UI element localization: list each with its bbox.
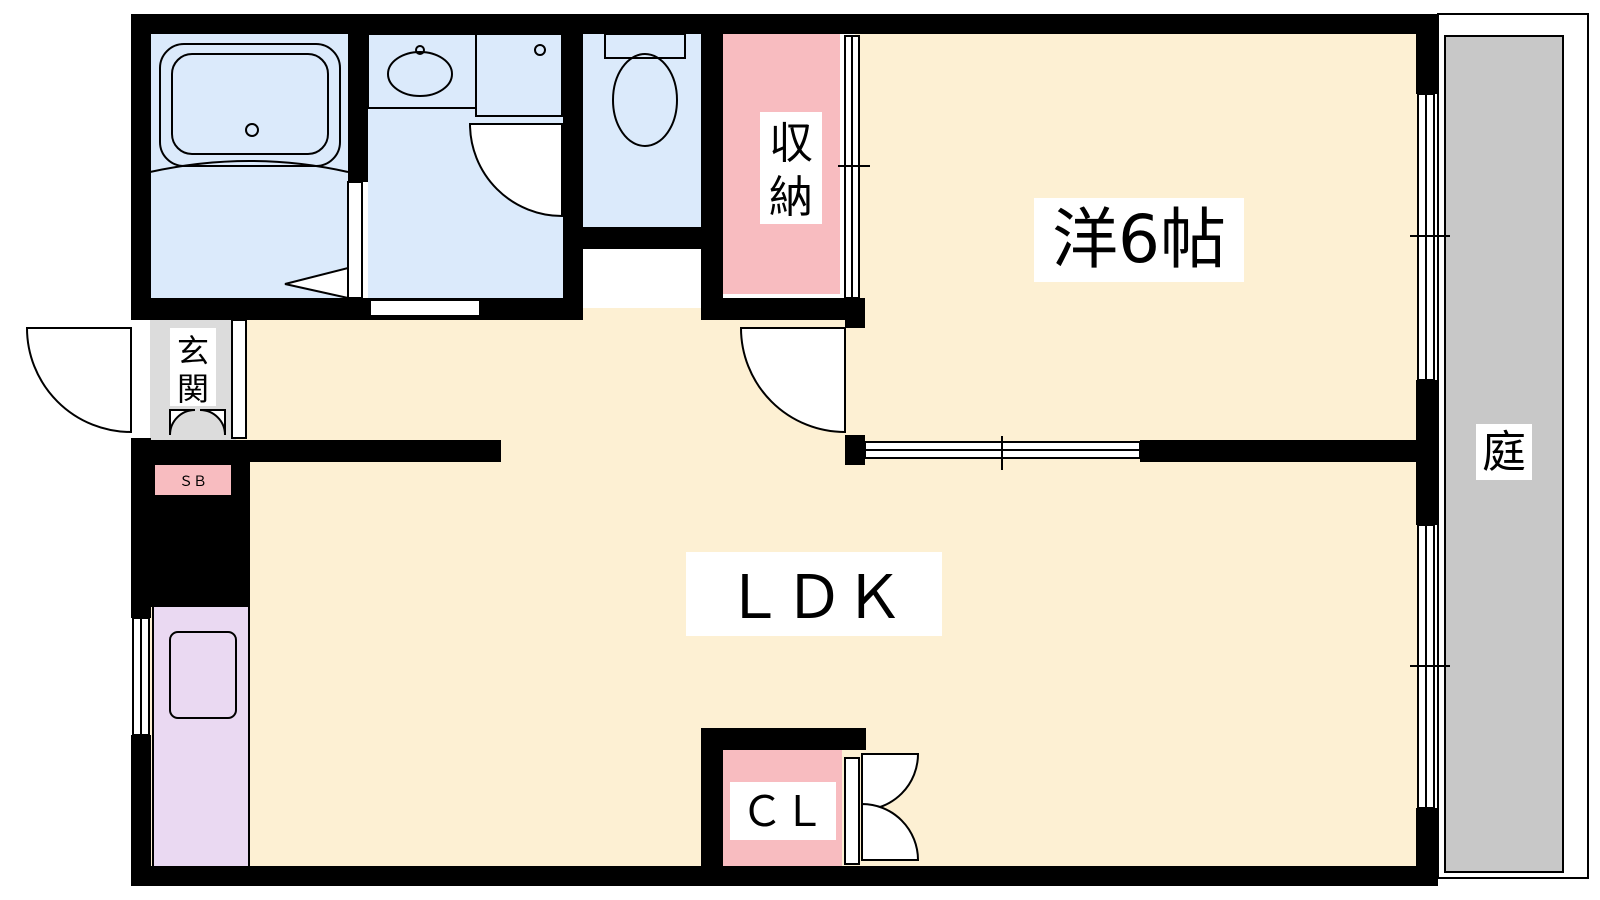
walls (131, 14, 1438, 886)
ldk-label-bg (686, 552, 942, 636)
storage-label-bg (760, 112, 822, 224)
windows (132, 93, 1450, 865)
washbasin-icon (367, 33, 563, 117)
entrance-label-bg (170, 328, 216, 406)
toilet-icon (604, 33, 686, 147)
western-room-label: 洋6帖 (1052, 201, 1226, 278)
stove-icon (169, 631, 237, 719)
ldk-label: ＬＤＫ (724, 563, 904, 633)
sliding-door-storage (838, 35, 870, 299)
storage-label-2: 納 (769, 172, 813, 223)
entrance-label-2: 関 (177, 370, 209, 408)
closet-label: ＣＬ (741, 787, 825, 836)
western-label-bg (1034, 198, 1244, 282)
closet-label-bg (730, 782, 836, 840)
garden-label-bg (1476, 424, 1532, 480)
storage-label-1: 収 (769, 118, 813, 169)
toilet-floor (583, 32, 701, 227)
garden-label: 庭 (1482, 427, 1526, 478)
entrance-label-1: 玄 (177, 332, 209, 370)
kitchen-counter (152, 604, 250, 868)
doors (25, 123, 920, 861)
bathtub-icon (149, 43, 349, 173)
sliding-door-western (864, 436, 1141, 470)
shoebox-label: ＳＢ (179, 474, 207, 490)
shoebox (155, 465, 231, 495)
